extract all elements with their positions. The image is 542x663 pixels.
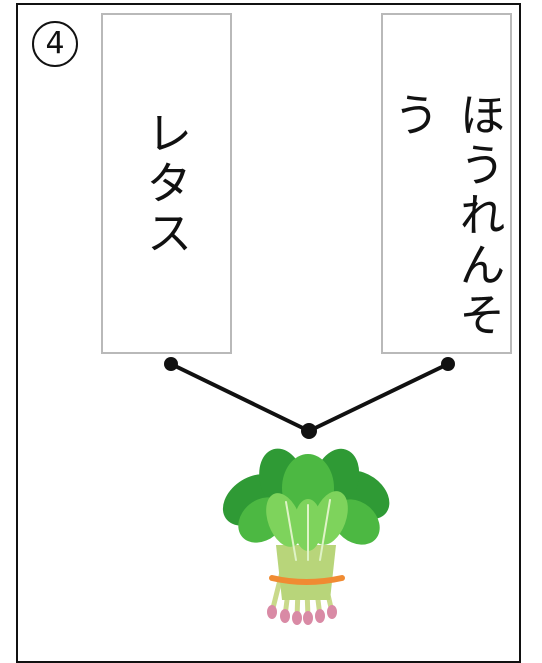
choice-card-lettuce[interactable]: レタス (101, 13, 232, 354)
choice-label-lettuce: レタス (139, 108, 194, 259)
choice-label-spinach: ほうれんそう (386, 91, 507, 341)
choice-card-spinach[interactable]: ほうれんそう (381, 13, 512, 354)
question-number-label: 4 (45, 26, 65, 61)
question-number: 4 (32, 21, 78, 67)
